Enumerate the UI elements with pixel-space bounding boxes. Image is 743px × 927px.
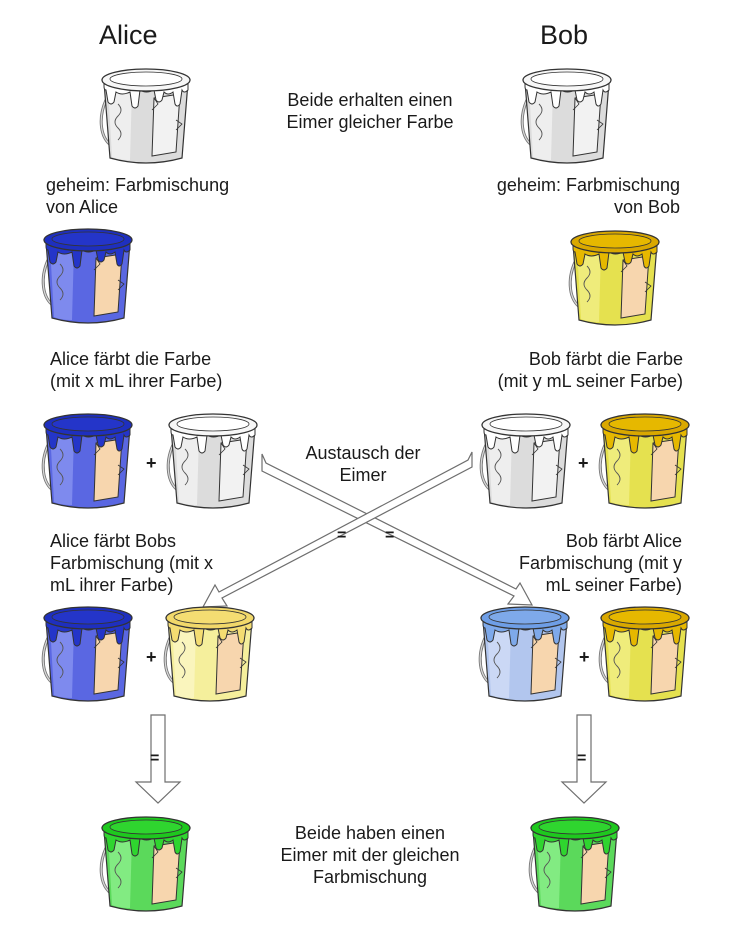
bucket-green-alice xyxy=(96,808,196,916)
bucket-white-bob xyxy=(517,60,617,168)
secret-bob-text: geheim: Farbmischung von Bob xyxy=(496,175,680,217)
bucket-yellow-bob xyxy=(595,405,695,513)
bucket-yellow-bob-2 xyxy=(595,598,695,706)
plus-bob-2: + xyxy=(579,647,590,667)
alice-colors-bobs-text: Alice färbt Bobs Farbmischung (mit x mL … xyxy=(50,531,214,595)
arrow-alice-to-bob xyxy=(261,453,534,606)
bucket-blue-alice-2 xyxy=(38,598,138,706)
bucket-lightblue-bob xyxy=(475,598,575,706)
plus-alice-2: + xyxy=(146,647,157,667)
bob-colors-text: Bob färbt die Farbe (mit y mL seiner Far… xyxy=(497,349,683,391)
exchange-text: Austausch der Eimer xyxy=(305,443,421,485)
both-receive-text: Beide erhalten einen Eimer gleicher Farb… xyxy=(286,90,454,132)
equals-down-right: = xyxy=(577,750,587,767)
equals-arrow-left: = xyxy=(337,527,347,544)
alice-title: Alice xyxy=(99,20,158,50)
bucket-white-alice xyxy=(96,60,196,168)
arrow-down-right xyxy=(560,714,608,804)
secret-alice-text: geheim: Farbmischung von Alice xyxy=(46,175,230,217)
bob-colors-alices-text: Bob färbt Alice Farbmischung (mit y mL s… xyxy=(518,531,682,595)
bucket-paleyellow-alice xyxy=(160,598,260,706)
bucket-green-bob xyxy=(525,808,625,916)
arrow-down-left xyxy=(134,714,182,804)
equals-arrow-right: = xyxy=(385,527,395,544)
both-have-text: Beide haben einen Eimer mit der gleichen… xyxy=(280,823,460,887)
bucket-blue-alice xyxy=(38,405,138,513)
bucket-white-bob-mix xyxy=(476,405,576,513)
plus-bob-1: + xyxy=(578,453,589,473)
bucket-white-alice-mix xyxy=(163,405,263,513)
alice-colors-text: Alice färbt die Farbe (mit x mL ihrer Fa… xyxy=(50,349,223,391)
equals-down-left: = xyxy=(150,750,160,767)
plus-alice-1: + xyxy=(146,453,157,473)
bucket-blue-alice-secret xyxy=(38,220,138,328)
bucket-yellow-bob-secret xyxy=(565,222,665,330)
bob-title: Bob xyxy=(540,20,589,50)
